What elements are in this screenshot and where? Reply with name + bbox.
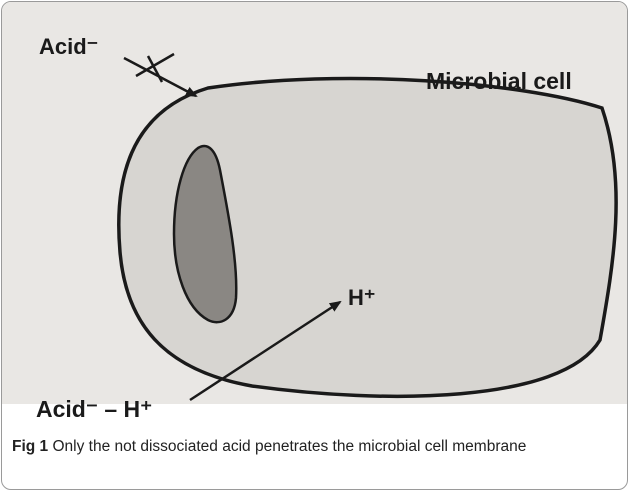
label-undissociated-acid: Acid⁻ – H⁺ xyxy=(36,396,152,423)
label-acid-outside: Acid⁻ xyxy=(39,34,98,60)
figure-illustration xyxy=(2,2,627,404)
diagram-canvas xyxy=(2,2,627,404)
caption-text: Only the not dissociated acid penetrates… xyxy=(52,438,526,455)
label-h-plus: H⁺ xyxy=(348,285,376,311)
label-microbial-cell: Microbial cell xyxy=(426,68,572,95)
caption-label: Fig 1 xyxy=(12,438,48,455)
figure-caption: Fig 1 Only the not dissociated acid pene… xyxy=(12,436,612,457)
blocked-cross-stroke-1 xyxy=(136,54,174,76)
